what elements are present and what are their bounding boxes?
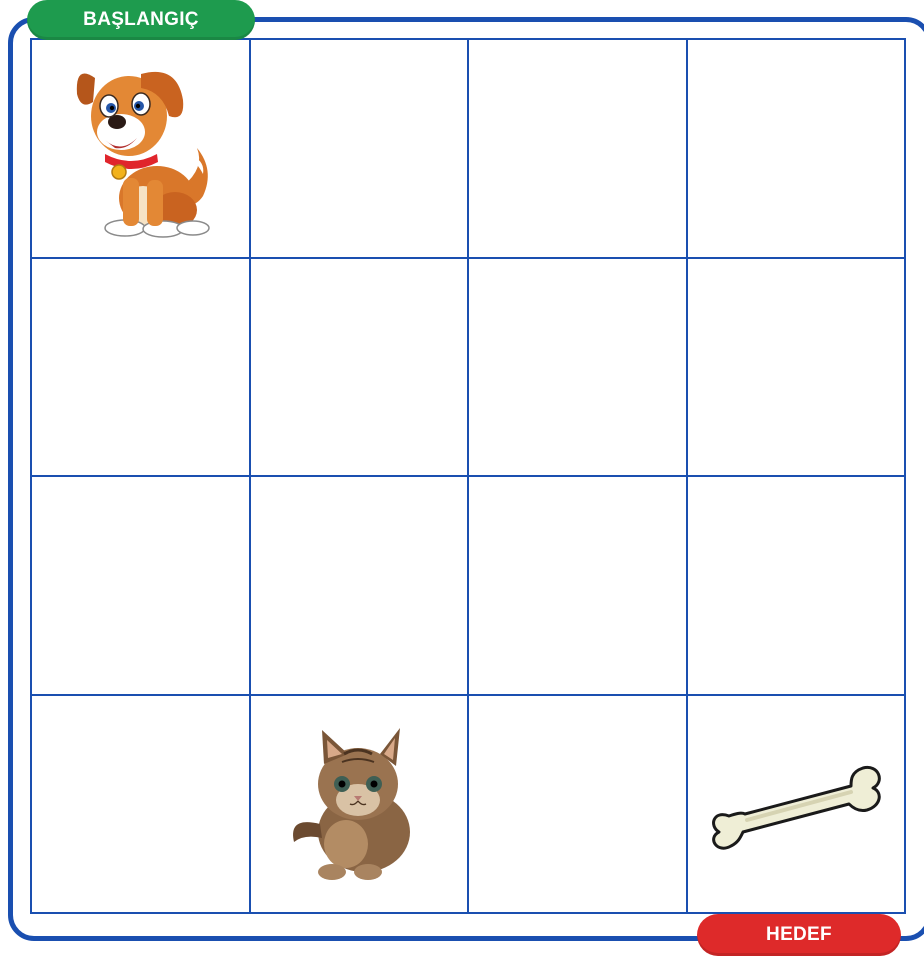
cell-r3-c1[interactable] bbox=[32, 477, 251, 696]
cell-r4-c4[interactable] bbox=[688, 696, 907, 915]
start-label: BAŞLANGIÇ bbox=[83, 9, 199, 31]
goal-badge: HEDEF bbox=[697, 914, 901, 956]
bone-icon bbox=[701, 754, 891, 854]
goal-label: HEDEF bbox=[766, 924, 832, 946]
cat-icon bbox=[284, 724, 434, 884]
cell-r4-c1[interactable] bbox=[32, 696, 251, 915]
cell-r4-c3[interactable] bbox=[469, 696, 688, 915]
cell-r2-c4[interactable] bbox=[688, 259, 907, 478]
cell-r1-c4[interactable] bbox=[688, 40, 907, 259]
dog-icon bbox=[65, 58, 215, 238]
cell-r1-c3[interactable] bbox=[469, 40, 688, 259]
cell-r1-c2[interactable] bbox=[251, 40, 470, 259]
cell-r2-c1[interactable] bbox=[32, 259, 251, 478]
cell-r3-c4[interactable] bbox=[688, 477, 907, 696]
start-badge: BAŞLANGIÇ bbox=[27, 0, 255, 40]
cell-r1-c1[interactable] bbox=[32, 40, 251, 259]
game-board bbox=[30, 38, 906, 914]
cell-r2-c3[interactable] bbox=[469, 259, 688, 478]
cell-r3-c3[interactable] bbox=[469, 477, 688, 696]
cell-r4-c2[interactable] bbox=[251, 696, 470, 915]
cell-r3-c2[interactable] bbox=[251, 477, 470, 696]
cell-r2-c2[interactable] bbox=[251, 259, 470, 478]
